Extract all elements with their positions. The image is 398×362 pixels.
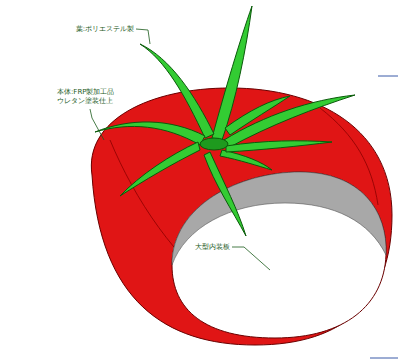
part-label: 大型内装板	[194, 243, 231, 252]
part-label: 本体:FRP製加工品 ウレタン塗装仕上	[56, 88, 120, 106]
part-label: 葉:ポリエステル製	[75, 25, 135, 34]
